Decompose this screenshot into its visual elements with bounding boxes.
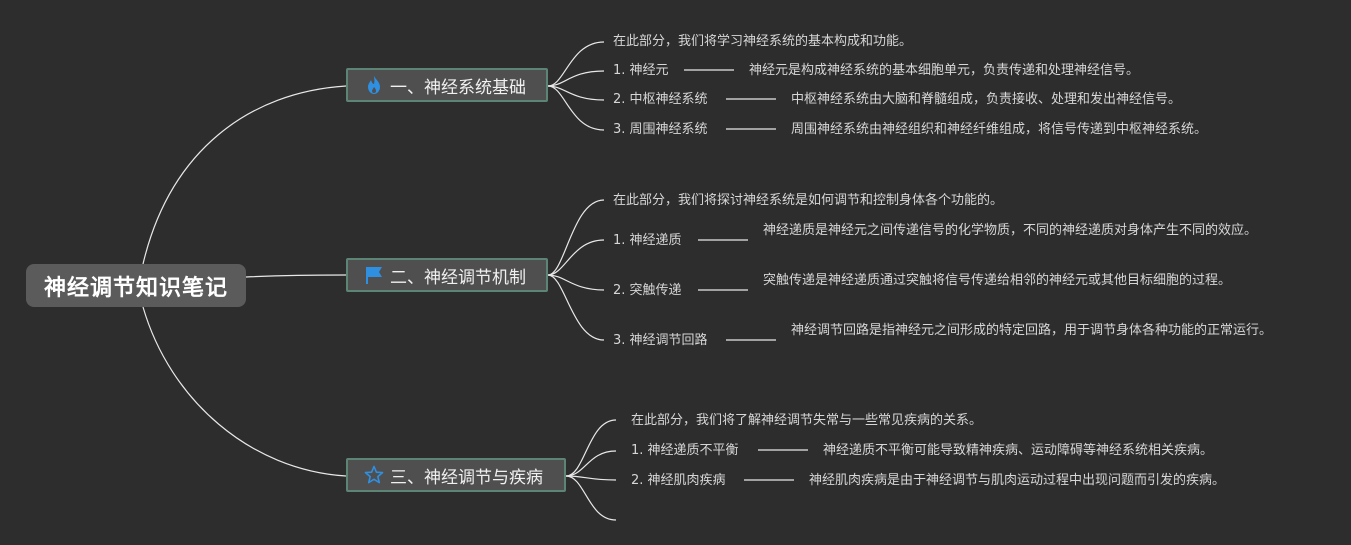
branch-3-intro: 在此部分，我们将了解神经调节失常与一些常见疾病的关系。 xyxy=(631,413,983,428)
branch-2-item-3-label[interactable]: 3. 神经调节回路 xyxy=(613,333,708,348)
flag-icon xyxy=(364,265,384,285)
branch-1-item-3-desc: 周围神经系统由神经组织和神经纤维组成，将信号传递到中枢神经系统。 xyxy=(791,122,1208,137)
branch-title: 三、神经调节与疾病 xyxy=(390,467,543,488)
branch-2-intro: 在此部分，我们将探讨神经系统是如何调节和控制身体各个功能的。 xyxy=(613,193,1004,208)
branch-1-item-1-desc: 神经元是构成神经系统的基本细胞单元，负责传递和处理神经信号。 xyxy=(749,63,1140,78)
flame-icon xyxy=(364,75,384,95)
branch-1-item-1-label[interactable]: 1. 神经元 xyxy=(613,63,669,78)
branch-3-item-2-label[interactable]: 2. 神经肌肉疾病 xyxy=(631,473,726,488)
branch-topic-1[interactable]: 一、神经系统基础 xyxy=(346,68,548,102)
branch-3-item-1-desc: 神经递质不平衡可能导致精神疾病、运动障碍等神经系统相关疾病。 xyxy=(823,443,1214,458)
branch-1-item-2-label[interactable]: 2. 中枢神经系统 xyxy=(613,92,708,107)
branch-2-item-3-desc: 神经调节回路是指神经元之间形成的特定回路，用于调节身体各种功能的正常运行。 xyxy=(791,323,1273,338)
star-icon xyxy=(364,465,384,485)
branch-2-item-2-label[interactable]: 2. 突触传递 xyxy=(613,283,682,298)
root-title: 神经调节知识笔记 xyxy=(43,275,228,301)
branch-2-item-1-label[interactable]: 1. 神经递质 xyxy=(613,233,682,248)
branch-2-item-2-desc: 突触传递是神经递质通过突触将信号传递给相邻的神经元或其他目标细胞的过程。 xyxy=(763,273,1232,288)
root-topic[interactable]: 神经调节知识笔记 xyxy=(26,264,246,307)
branch-2-item-1-desc: 神经递质是神经元之间传递信号的化学物质，不同的神经递质对身体产生不同的效应。 xyxy=(763,223,1258,238)
branch-title: 一、神经系统基础 xyxy=(390,77,526,98)
branch-topic-3[interactable]: 三、神经调节与疾病 xyxy=(346,458,566,492)
branch-1-item-2-desc: 中枢神经系统由大脑和脊髓组成，负责接收、处理和发出神经信号。 xyxy=(791,92,1182,107)
branch-title: 二、神经调节机制 xyxy=(390,267,526,288)
branch-3-item-2-desc: 神经肌肉疾病是由于神经调节与肌肉运动过程中出现问题而引发的疾病。 xyxy=(809,473,1226,488)
branch-1-intro: 在此部分，我们将学习神经系统的基本构成和功能。 xyxy=(613,34,913,49)
branch-topic-2[interactable]: 二、神经调节机制 xyxy=(346,258,548,292)
branch-3-item-1-label[interactable]: 1. 神经递质不平衡 xyxy=(631,443,739,458)
branch-1-item-3-label[interactable]: 3. 周围神经系统 xyxy=(613,122,708,137)
